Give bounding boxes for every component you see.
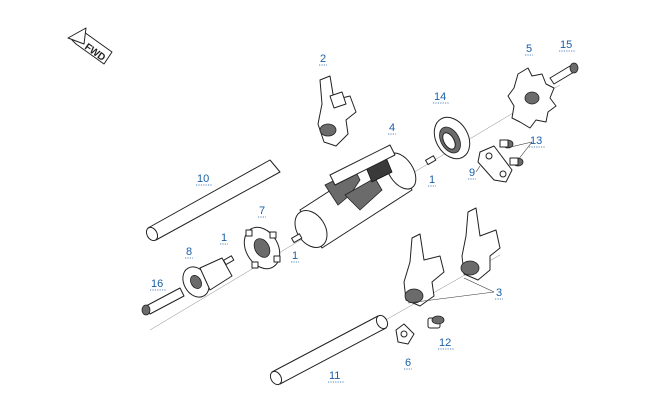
dowel-pin-2[interactable] bbox=[291, 233, 303, 244]
drum-bearing-cap[interactable] bbox=[178, 257, 233, 302]
svg-text:12: 12 bbox=[439, 337, 451, 349]
svg-text:8: 8 bbox=[186, 246, 192, 258]
svg-text:2: 2 bbox=[320, 53, 326, 65]
svg-text:5: 5 bbox=[526, 43, 532, 55]
callout-14[interactable]: 14 bbox=[433, 91, 449, 104]
callout-2[interactable]: 2 bbox=[319, 53, 327, 66]
callout-6[interactable]: 6 bbox=[404, 357, 412, 370]
shift-fork-upper[interactable] bbox=[317, 75, 357, 147]
svg-text:11: 11 bbox=[329, 370, 340, 382]
stopper-plate[interactable] bbox=[477, 145, 513, 183]
shift-rail-upper[interactable] bbox=[144, 159, 281, 243]
svg-text:1: 1 bbox=[429, 174, 435, 186]
callout-7[interactable]: 7 bbox=[258, 205, 266, 218]
callout-12[interactable]: 12 bbox=[438, 337, 454, 350]
shift-rail-lower[interactable] bbox=[268, 313, 390, 386]
svg-text:6: 6 bbox=[405, 357, 411, 369]
svg-text:4: 4 bbox=[389, 122, 395, 134]
callout-10[interactable]: 10 bbox=[196, 173, 212, 186]
rail-bracket[interactable] bbox=[395, 323, 415, 345]
svg-text:14: 14 bbox=[434, 91, 446, 103]
svg-text:9: 9 bbox=[469, 167, 475, 179]
svg-text:3: 3 bbox=[496, 287, 502, 299]
callout-1b[interactable]: 1 bbox=[220, 232, 228, 245]
svg-text:1: 1 bbox=[221, 232, 227, 244]
svg-text:13: 13 bbox=[530, 135, 542, 147]
fwd-arrow-icon: FWD bbox=[67, 27, 113, 65]
bracket-bolt[interactable] bbox=[427, 315, 445, 329]
callout-5[interactable]: 5 bbox=[525, 43, 533, 56]
star-cam-bolt[interactable] bbox=[549, 62, 579, 85]
oil-seal[interactable] bbox=[427, 111, 477, 165]
svg-text:10: 10 bbox=[197, 173, 209, 185]
svg-text:16: 16 bbox=[151, 278, 163, 290]
callout-9[interactable]: 9 bbox=[468, 167, 476, 180]
plate-bolts[interactable] bbox=[499, 139, 524, 167]
callout-4[interactable]: 4 bbox=[388, 122, 396, 135]
leader-lines bbox=[407, 141, 533, 304]
callout-1c[interactable]: 1 bbox=[291, 250, 299, 263]
cap-screw[interactable] bbox=[141, 287, 185, 316]
drum-star-cam[interactable] bbox=[507, 67, 557, 129]
callout-8[interactable]: 8 bbox=[185, 246, 193, 259]
callout-15[interactable]: 15 bbox=[559, 39, 575, 52]
shift-fork-lower-left[interactable] bbox=[403, 233, 445, 307]
callout-11[interactable]: 11 bbox=[328, 370, 344, 383]
dowel-pin-1[interactable] bbox=[425, 155, 437, 166]
callout-3[interactable]: 3 bbox=[495, 287, 503, 300]
callout-13[interactable]: 13 bbox=[529, 135, 545, 148]
svg-text:15: 15 bbox=[560, 39, 572, 51]
shift-drum[interactable] bbox=[288, 144, 422, 253]
shift-fork-lower-right[interactable] bbox=[460, 207, 501, 281]
svg-text:7: 7 bbox=[259, 205, 265, 217]
callout-16[interactable]: 16 bbox=[150, 278, 166, 291]
svg-text:1: 1 bbox=[292, 250, 298, 262]
callout-1a[interactable]: 1 bbox=[428, 174, 436, 187]
pin-holder[interactable] bbox=[237, 221, 287, 275]
